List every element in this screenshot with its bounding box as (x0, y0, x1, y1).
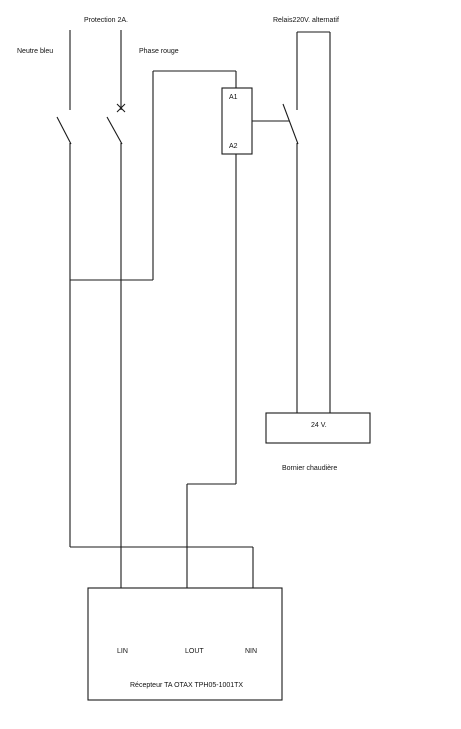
coil-a1-label: A1 (229, 94, 238, 101)
coil-return-wire (186, 154, 237, 645)
boiler-terminal-box (265, 412, 371, 444)
receiver-label: Récepteur TA OTAX TPH05-1001TX (130, 682, 243, 689)
breaker-pole-phase (106, 116, 123, 145)
coil-feed-wire (70, 70, 237, 281)
relay-title-label: Relais220V. alternatif (273, 17, 339, 24)
breaker-pole-neutral (56, 116, 72, 145)
boiler-voltage-label: 24 V. (311, 422, 327, 429)
relay-coil-box (221, 87, 253, 155)
terminal-lin-label: LIN (117, 648, 128, 655)
terminal-lout-label: LOUT (185, 648, 204, 655)
relay-contact-wires (252, 31, 331, 413)
breaker-protection-x-mark (116, 103, 126, 113)
protection-label: Protection 2A. (84, 17, 128, 24)
neutral-label: Neutre bleu (17, 48, 53, 55)
receiver-box (87, 587, 283, 701)
relay-contact-blade (282, 103, 299, 145)
terminal-nin-label: NIN (245, 648, 257, 655)
boiler-terminal-label: Bornier chaudière (282, 465, 337, 472)
coil-a2-label: A2 (229, 143, 238, 150)
phase-label: Phase rouge (139, 48, 179, 55)
